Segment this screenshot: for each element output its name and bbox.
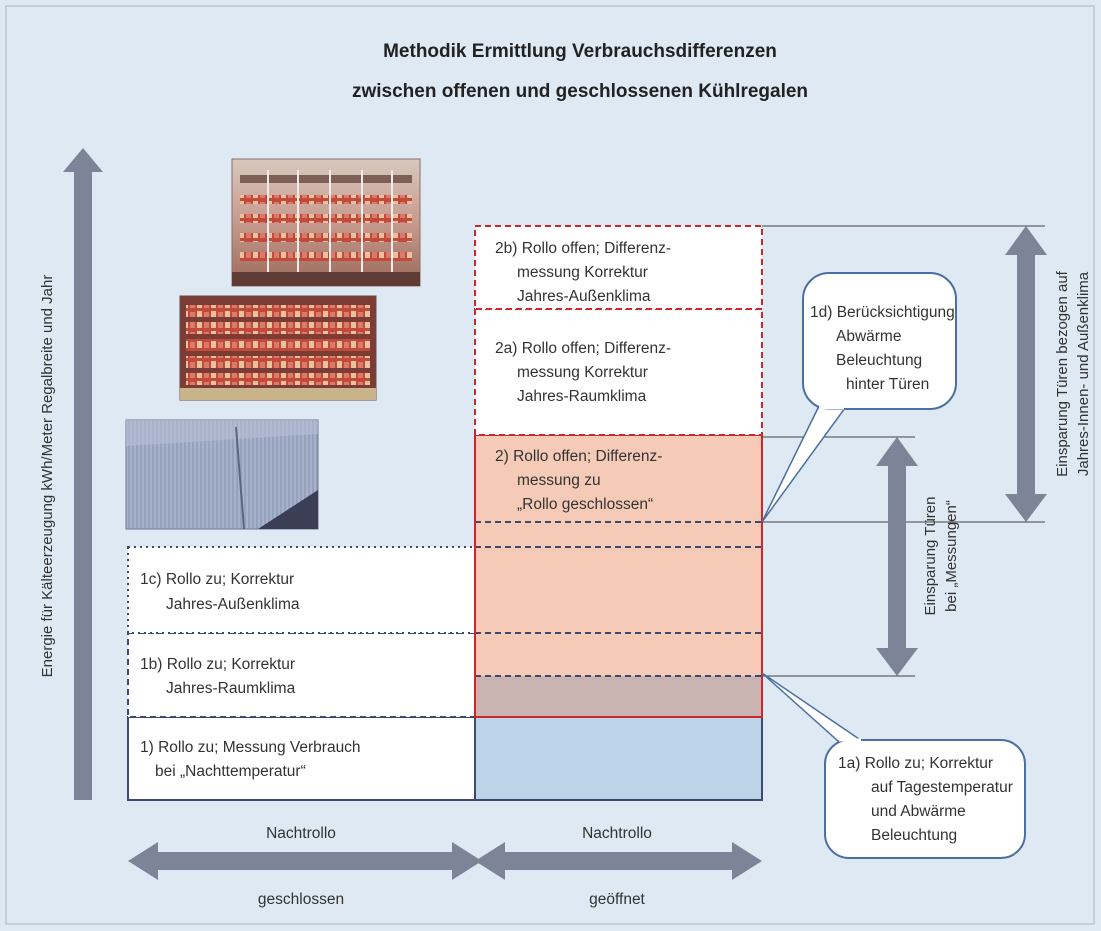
box-2a (474, 308, 763, 436)
callout-1a-line3: und Abwärme (871, 803, 966, 820)
bottom-left-bottom: geschlossen (258, 891, 344, 908)
box-2a-line1: 2a) Rollo offen; Differenz- (495, 340, 671, 357)
box-1b-line1: 1b) Rollo zu; Korrektur (140, 656, 295, 673)
savings-measurement-line2: bei „Messungen“ (943, 500, 960, 612)
bottom-arrow-open (475, 842, 762, 880)
fill-rollo-open-base (475, 717, 762, 800)
box-2a-line2: messung Korrektur (517, 364, 648, 381)
box-1c-line2: Jahres-Außenklima (166, 596, 300, 613)
savings-annual-line1: Einsparung Türen bezogen auf (1054, 270, 1071, 477)
callout-1d-line2: Abwärme (836, 328, 901, 345)
box-2b-line3: Jahres-Außenklima (517, 288, 651, 305)
box-2b-line1: 2b) Rollo offen; Differenz- (495, 240, 671, 257)
box-1-line2: bei „Nachttemperatur“ (155, 763, 306, 780)
callout-1d-line1: 1d) Berücksichtigung (810, 304, 955, 321)
box-1c-line1: 1c) Rollo zu; Korrektur (140, 571, 294, 588)
title-line-2: zwischen offenen und geschlossenen Kühlr… (352, 81, 808, 102)
title-line-1: Methodik Ermittlung Verbrauchsdifferenze… (383, 41, 777, 62)
callout-1a-line2: auf Tagestemperatur (871, 779, 1013, 796)
bottom-right-bottom: geöffnet (589, 891, 645, 908)
y-axis-label: Energie für Kälteerzeugung kWh/Meter Reg… (39, 275, 56, 678)
box-2-line1: 2) Rollo offen; Differenz- (495, 448, 662, 465)
callout-1a-line1: 1a) Rollo zu; Korrektur (838, 755, 993, 772)
fill-rollo-open-diff (475, 435, 762, 676)
savings-annual-line2: Jahres-Innen- und Außenklima (1075, 271, 1092, 476)
box-2-line2: messung zu (517, 472, 601, 489)
callout-1d-line4: hinter Türen (846, 376, 929, 393)
savings-annual-arrow (1005, 226, 1047, 522)
box-1-left-fill (129, 718, 474, 799)
box-1c (127, 546, 476, 634)
box-1-line1: 1) Rollo zu; Messung Verbrauch (140, 739, 361, 756)
y-axis-arrow (63, 148, 103, 800)
box-1b-line2: Jahres-Raumklima (166, 680, 296, 697)
savings-measurement-arrow (876, 437, 918, 676)
box-2b (474, 225, 763, 310)
fill-rollo-open-daytemp (475, 676, 762, 717)
callout-1d-line3: Beleuchtung (836, 352, 922, 369)
callout-1d (761, 272, 957, 523)
box-1b (127, 632, 476, 718)
box-2-line3: „Rollo geschlossen“ (517, 496, 653, 513)
box-2b-line2: messung Korrektur (517, 264, 648, 281)
open-cooler-photo (179, 295, 377, 401)
bottom-arrow-closed (128, 842, 482, 880)
bottom-left-top: Nachtrollo (266, 825, 336, 842)
night-roller-blind-photo (125, 419, 319, 530)
box-2a-line3: Jahres-Raumklima (517, 388, 647, 405)
callout-1a-line4: Beleuchtung (871, 827, 957, 844)
glass-door-cooler-photo (231, 158, 421, 287)
savings-measurement-line1: Einsparung Türen (922, 497, 939, 616)
callout-1a (761, 672, 1026, 859)
bottom-right-top: Nachtrollo (582, 825, 652, 842)
